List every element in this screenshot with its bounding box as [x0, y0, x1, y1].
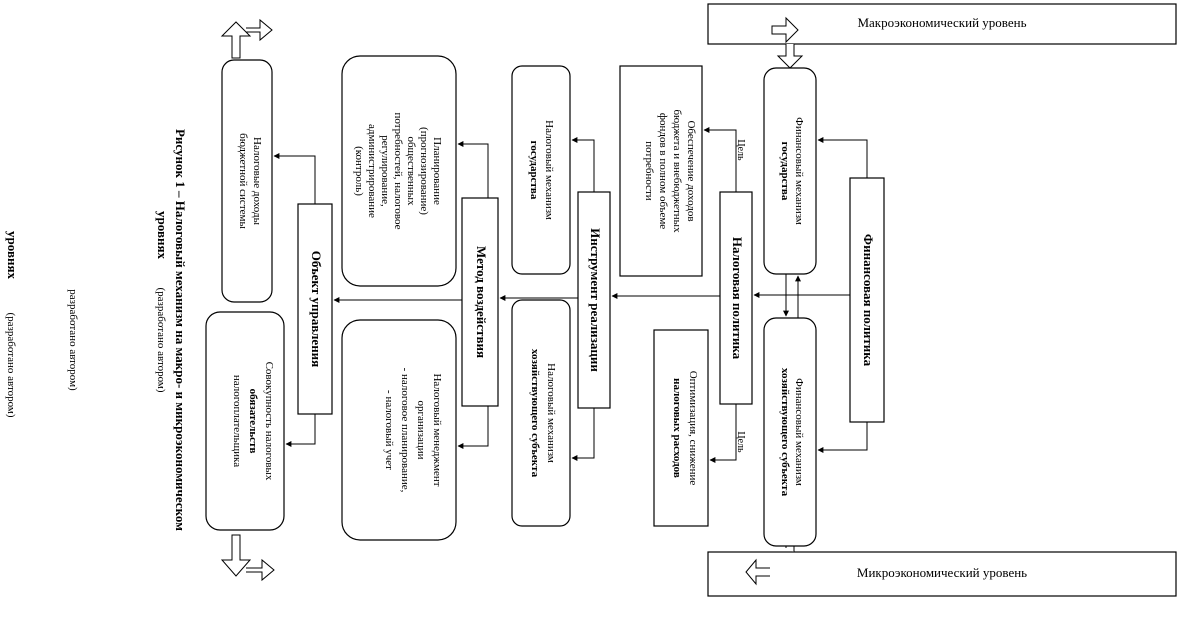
method-entity-line4: - налоговый учет — [383, 390, 395, 470]
object-state-line2: бюджетной системы — [237, 133, 249, 229]
goal-state-line2: бюджета и внебюджетных — [671, 109, 683, 233]
connectors — [273, 127, 868, 463]
method-label: Метод воздействия — [474, 246, 489, 358]
caption-fragment1: разработано автором) — [67, 289, 79, 391]
tax-entity-line1: Налоговый механизм — [545, 363, 557, 463]
caption-line1: Рисунок 1 – Налоговый механизм на макро-… — [173, 129, 188, 531]
arrow-inst-to-taxstate — [571, 137, 595, 192]
instrument-label: Инструмент реализации — [588, 228, 603, 372]
fin-state-line2: государства — [779, 142, 791, 201]
fin-state-line1: Финансовый механизм — [793, 117, 805, 225]
goal-state-line3: фондов в полном объеме — [657, 113, 669, 229]
financial-policy-box: Финансовая политика — [849, 177, 885, 423]
method-box: Метод воздействия — [461, 197, 499, 407]
arrow-object-to-oentity — [285, 414, 316, 447]
top-left-block-arrow — [220, 18, 273, 59]
micro-level-box: Микроэкономический уровень — [707, 551, 1177, 597]
tax-state-line2: государства — [528, 141, 540, 200]
instrument-box: Инструмент реализации — [577, 191, 611, 409]
object-state-box: Налоговые доходы бюджетной системы — [221, 59, 273, 303]
method-state-line3: общественных — [405, 136, 417, 206]
method-state-line4: потребностей, налоговое — [392, 112, 404, 229]
fin-entity-line1: Финансовый механизм — [793, 378, 805, 486]
micro-level-label: Микроэкономический уровень — [857, 565, 1027, 580]
goal-label-top: Цель — [735, 139, 746, 161]
object-state-line1: Налоговые доходы — [251, 137, 263, 226]
tax-mechanism-state-box: Налоговый механизм государства — [511, 65, 571, 275]
method-state-line1: Планирование — [431, 137, 443, 205]
caption-line2: уровнях — [155, 211, 170, 259]
goal-entity-line2: налоговых расходов — [671, 378, 683, 478]
goal-label-bottom: Цель — [735, 431, 746, 453]
caption-fragment2a: уровнях — [5, 231, 20, 279]
arrow-tp-to-goalentity — [709, 404, 737, 463]
tax-entity-line2: хозяйствующего субъекта — [529, 349, 541, 478]
fin-mechanism-state-box: Финансовый механизм государства — [763, 67, 817, 275]
arrow-inst-to-taxentity — [571, 408, 595, 461]
macro-level-box: Макроэкономический уровень — [707, 3, 1177, 45]
arrow-method-to-mentity — [457, 406, 489, 449]
method-state-line7: (контроль) — [353, 146, 365, 196]
method-entity-line1: Налоговый менеджмент — [431, 373, 443, 486]
arrow-tp-to-goalstate — [703, 127, 737, 192]
tax-policy-label: Налоговая политика — [730, 237, 745, 360]
object-label: Объект управления — [309, 251, 324, 367]
method-state-line2: (прогнозирование) — [418, 127, 430, 215]
goal-state-line1: Обеспечение доходов — [685, 120, 697, 221]
goal-state-line4: потребности — [643, 141, 655, 201]
object-box: Объект управления — [297, 203, 333, 415]
tax-state-line1: Налоговый механизм — [543, 120, 555, 220]
tax-mechanism-entity-box: Налоговый механизм хозяйствующего субъек… — [511, 299, 571, 527]
method-state-box: Планирование (прогнозирование) обществен… — [341, 55, 457, 287]
goal-state-box: Обеспечение доходов бюджета и внебюджетн… — [619, 65, 703, 277]
arrow-method-to-mstate — [457, 141, 489, 198]
bottom-left-block-arrow — [220, 534, 275, 582]
method-entity-line3: - налоговое планирование, — [399, 368, 411, 493]
goal-entity-box: Оптимизация, снижение налоговых расходов — [653, 329, 709, 527]
macro-block-arrow — [771, 16, 804, 69]
object-entity-line2: обязательств — [247, 389, 259, 454]
method-entity-line2: организации — [415, 400, 427, 459]
object-entity-line3: налогоплательщика — [231, 375, 243, 467]
object-entity-box: Совокупность налоговых обязательств нало… — [205, 311, 285, 531]
caption-line2-note: (разработано автором) — [155, 287, 167, 392]
object-entity-line1: Совокупность налоговых — [263, 362, 275, 481]
macro-level-label: Макроэкономический уровень — [857, 15, 1026, 30]
arrow-fp-to-finstate — [817, 137, 868, 178]
arrow-fp-to-finentity — [817, 422, 868, 453]
financial-policy-label: Финансовая политика — [861, 234, 876, 367]
fin-mechanism-entity-box: Финансовый механизм хозяйствующего субъе… — [763, 317, 817, 547]
figure-caption: Рисунок 1 – Налоговый механизм на макро-… — [5, 129, 188, 531]
method-state-line5: регулирование, — [379, 135, 391, 207]
caption-fragment2b: (разработано автором) — [5, 312, 17, 417]
fin-entity-line2: хозяйствующего субъекта — [779, 368, 791, 497]
arrow-object-to-ostate — [273, 153, 316, 204]
method-entity-box: Налоговый менеджмент организации - налог… — [341, 319, 457, 541]
tax-policy-box: Налоговая политика — [719, 191, 753, 405]
method-state-line6: администрирование — [366, 124, 378, 218]
goal-entity-line1: Оптимизация, снижение — [687, 371, 699, 486]
